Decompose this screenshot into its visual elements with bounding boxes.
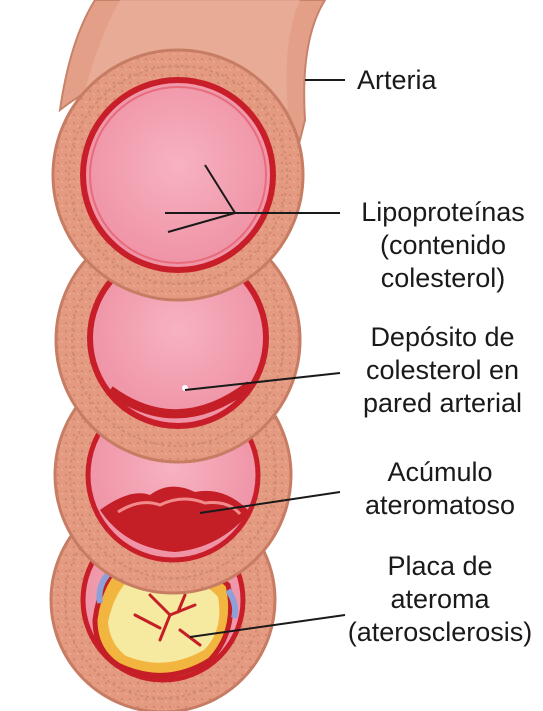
label-arteria: Arteria [357, 64, 437, 97]
label-lipoproteinas: Lipoproteínas (contenido colesterol) [348, 196, 538, 295]
label-placa: Placa de ateroma (aterosclerosis) [340, 550, 540, 649]
label-acumulo: Acúmulo ateromatoso [345, 456, 535, 522]
label-deposito: Depósito de colesterol en pared arterial [345, 321, 540, 420]
cross-section-lipoproteins [53, 50, 303, 300]
